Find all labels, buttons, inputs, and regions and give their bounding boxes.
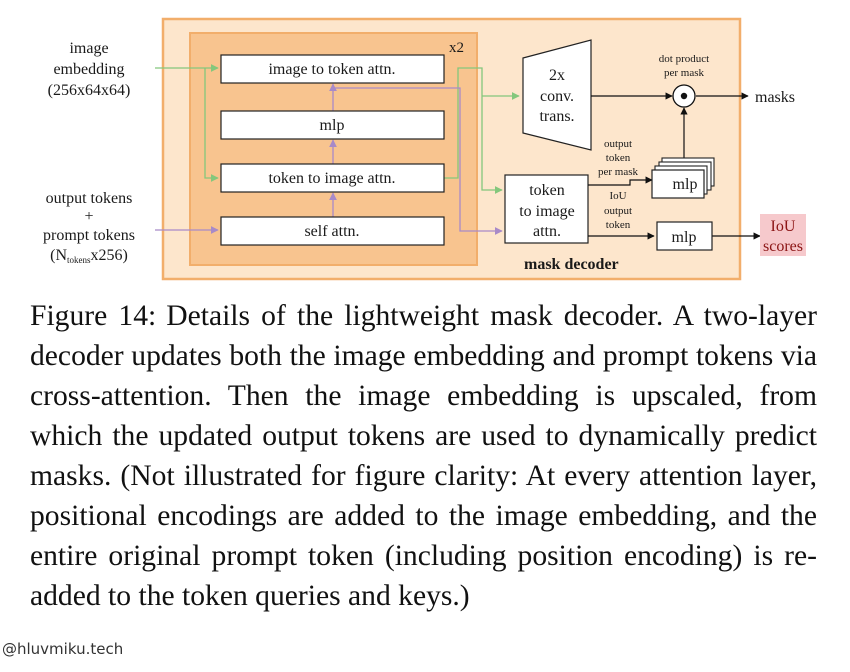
svg-text:+: + [84, 208, 93, 225]
svg-text:embedding: embedding [53, 61, 124, 78]
masks-label: masks [755, 89, 795, 106]
image-to-token-attn-box [220, 54, 445, 84]
svg-text:scores: scores [763, 238, 803, 255]
token-to-image-attn-box [220, 163, 445, 193]
final-attn-label: token to image attn. [519, 182, 575, 240]
svg-text:output: output [604, 138, 632, 150]
token-to-image-attn-label: token to image attn. [268, 170, 395, 187]
svg-text:token: token [529, 182, 565, 199]
iou-mlp-box [656, 221, 713, 251]
iou-output-token-label: IoU output token [604, 190, 632, 231]
iou-mlp-label: mlp [672, 229, 697, 246]
self-attn-box [220, 216, 445, 246]
conv-transpose-label: 2x conv. trans. [539, 67, 574, 125]
self-attn-label: self attn. [304, 223, 359, 240]
figure-number: Figure 14: [30, 300, 157, 332]
image-embedding-label: image embedding (256x64x64) [48, 40, 131, 99]
output-arrows [588, 92, 761, 240]
svg-text:conv.: conv. [540, 88, 574, 105]
repeat-label: x2 [449, 40, 464, 56]
mlp-layer-label: mlp [320, 117, 345, 134]
iou-scores-highlight [760, 214, 806, 256]
watermark: @hluvmiku.tech [2, 640, 124, 658]
mask-mlp-stack [651, 157, 715, 199]
svg-text:to image: to image [519, 203, 575, 220]
conv-transpose-block [522, 39, 592, 151]
mlp-layer-box [220, 110, 445, 140]
svg-text:IoU: IoU [771, 218, 796, 235]
mask-mlp-label: mlp [673, 176, 698, 193]
svg-text:token: token [606, 219, 631, 231]
svg-text:per mask: per mask [598, 166, 639, 178]
image-embedding-arrows [155, 64, 520, 194]
svg-text:prompt tokens: prompt tokens [43, 227, 135, 244]
output-token-per-mask-label: output token per mask [598, 138, 639, 178]
svg-text:trans.: trans. [539, 108, 574, 125]
caption-text: Details of the lightweight mask decoder.… [30, 300, 817, 612]
iou-scores-label: IoU scores [763, 218, 803, 255]
svg-text:output: output [604, 205, 632, 217]
output-tokens-label: output tokens + prompt tokens (Ntokensx2… [43, 190, 135, 265]
svg-text:token: token [606, 152, 631, 164]
svg-text:2x: 2x [549, 67, 565, 84]
image-to-token-attn-label: image to token attn. [268, 61, 395, 78]
svg-text:output tokens: output tokens [46, 190, 133, 207]
figure-caption: Figure 14:Details of the lightweight mas… [30, 296, 817, 616]
dot-product-label: dot product per mask [659, 53, 709, 79]
svg-text:per mask: per mask [664, 67, 705, 79]
svg-text:(256x64x64): (256x64x64) [48, 82, 131, 99]
svg-text:image: image [69, 40, 108, 57]
mask-decoder-diagram: x2 image embedding (256x64x64) output to… [43, 17, 806, 281]
svg-text:(Ntokensx256): (Ntokensx256) [50, 247, 128, 265]
token-arrows [155, 83, 503, 235]
svg-text:attn.: attn. [533, 223, 561, 240]
svg-text:IoU: IoU [609, 190, 626, 202]
dot-product-dot [680, 92, 688, 100]
final-token-to-image-attn-box [504, 174, 589, 244]
mask-decoder-title: mask decoder [524, 256, 619, 273]
svg-text:dot product: dot product [659, 53, 709, 65]
